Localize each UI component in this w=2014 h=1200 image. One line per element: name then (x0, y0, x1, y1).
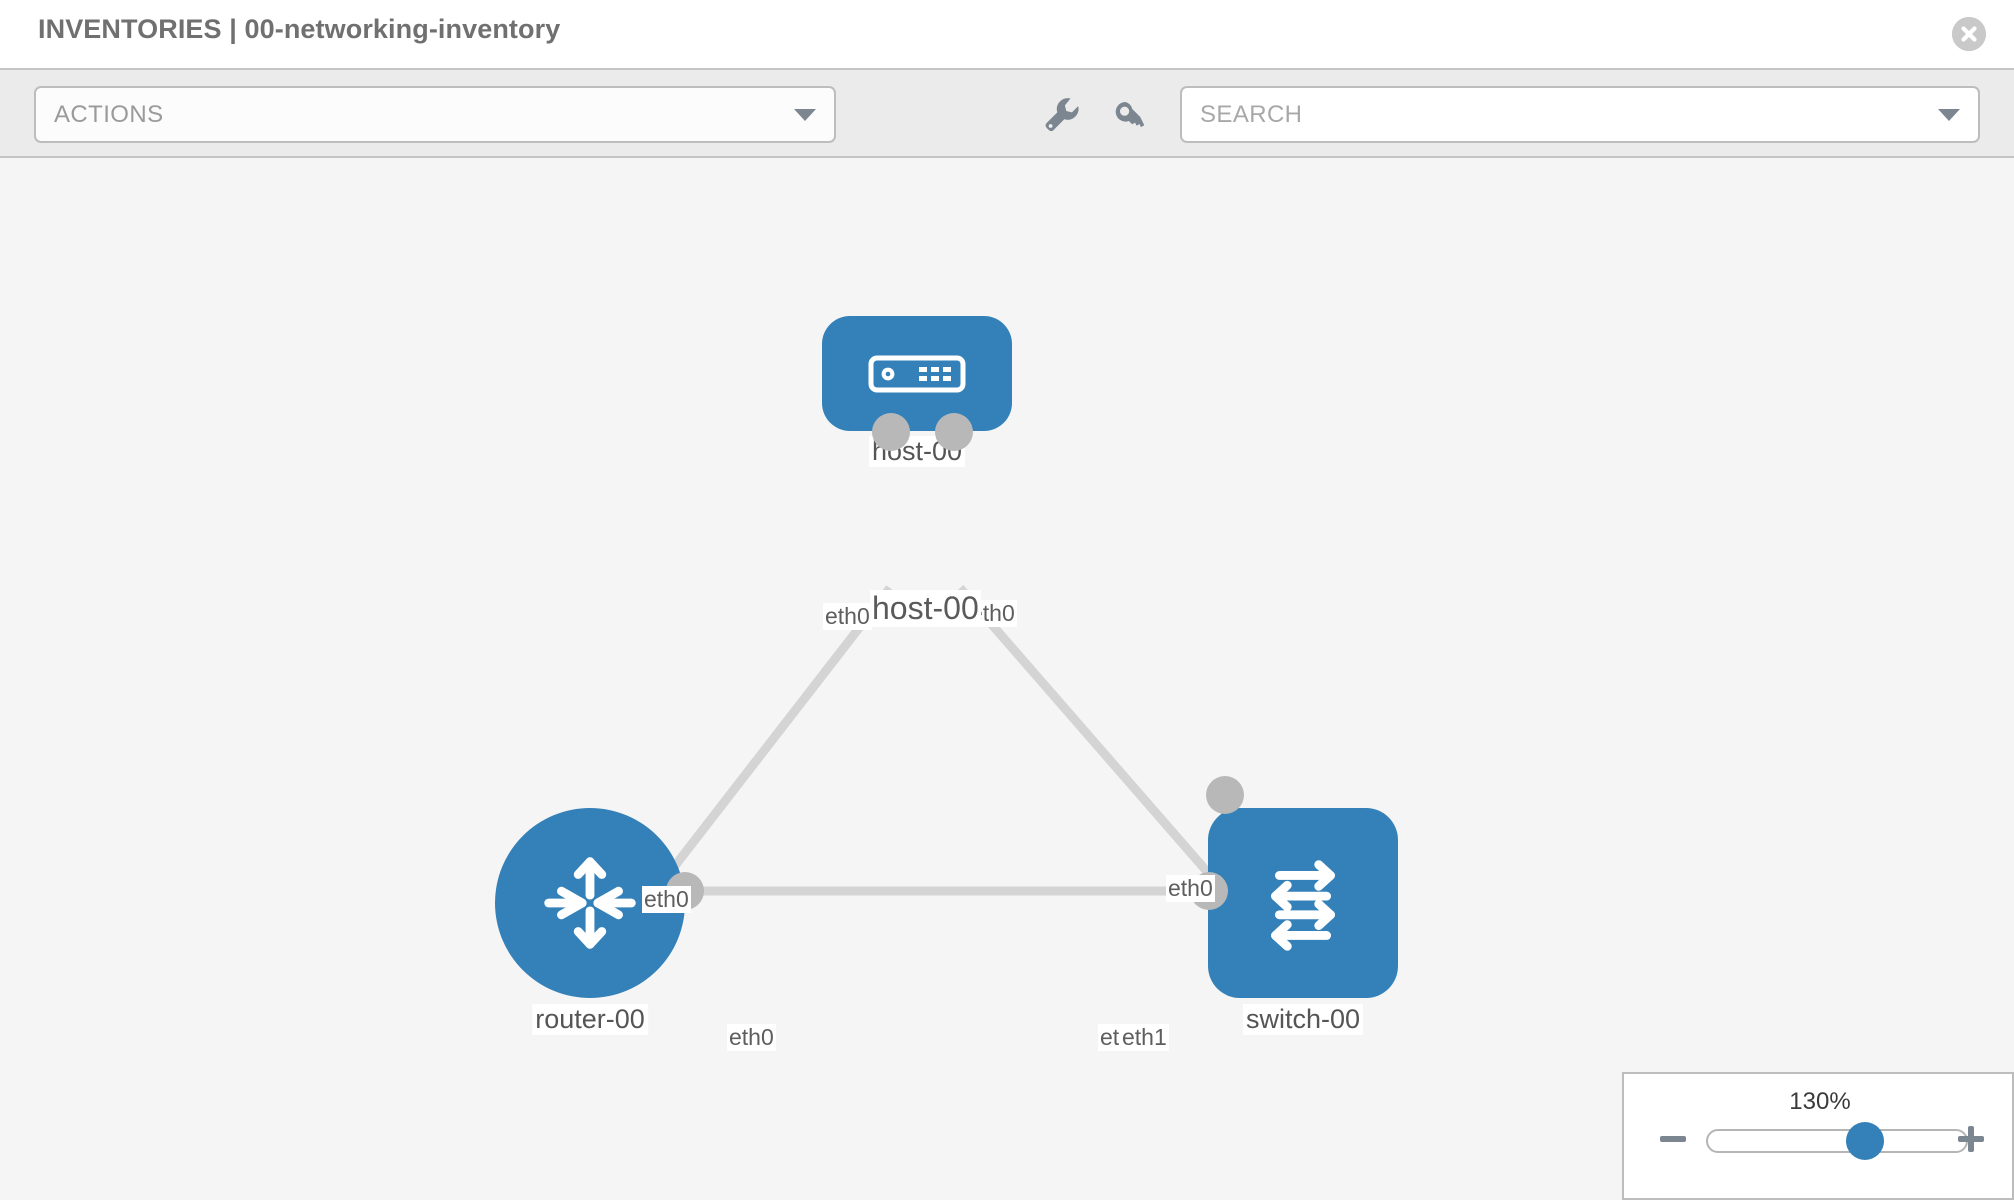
zoom-out-button[interactable] (1658, 1124, 1688, 1154)
node-host-00[interactable]: host-00 (822, 316, 1012, 467)
router-node-shape[interactable] (495, 808, 685, 998)
link-host-switch (956, 585, 1234, 901)
node-label-router-00: router-00 (532, 1004, 648, 1035)
endpoint-switch-eth0-top[interactable] (1206, 776, 1244, 814)
node-router-00[interactable]: router-00 (495, 808, 685, 1035)
node-label-switch-00: switch-00 (1242, 1004, 1364, 1035)
iface-label-switch-left-b: eth1 (1120, 1024, 1169, 1051)
iface-label-host-left: eth0 (823, 603, 872, 630)
chevron-down-icon (1938, 108, 1960, 121)
node-switch-00[interactable]: switch-00 (1208, 808, 1398, 1035)
zoom-slider-thumb[interactable] (1846, 1122, 1884, 1160)
zoom-in-button[interactable] (1956, 1124, 1986, 1154)
endpoint-host-eth0-right[interactable] (935, 413, 973, 451)
server-icon (868, 355, 966, 392)
search-input[interactable]: SEARCH (1180, 86, 1980, 143)
iface-label-router-up: eth0 (642, 886, 691, 913)
endpoint-host-eth0-left[interactable] (872, 413, 910, 451)
chevron-down-icon (794, 108, 816, 121)
host-node-shape[interactable] (822, 316, 1012, 431)
zoom-level-value: 130% (1789, 1088, 1851, 1115)
router-arrows-icon (544, 857, 636, 949)
zoom-control-panel[interactable]: 130% (1622, 1072, 2014, 1200)
iface-label-router-right: eth0 (727, 1024, 776, 1051)
key-icon[interactable] (1108, 92, 1154, 138)
toolbar: ACTIONS SEARCH (0, 68, 2014, 158)
topology-links (646, 585, 1234, 901)
page-header: INVENTORIES | 00-networking-inventory (0, 0, 2014, 68)
link-host-router (646, 585, 894, 901)
actions-dropdown-label: ACTIONS (54, 100, 164, 128)
actions-dropdown[interactable]: ACTIONS (34, 86, 836, 143)
close-icon[interactable] (1952, 17, 1986, 51)
topology-canvas[interactable]: host-00 (0, 158, 2014, 1200)
search-placeholder: SEARCH (1200, 100, 1303, 128)
wrench-icon[interactable] (1038, 92, 1084, 138)
iface-label-switch-up: eth0 (1166, 875, 1215, 902)
zoom-slider-track[interactable] (1706, 1129, 1968, 1153)
switch-node-shape[interactable] (1208, 808, 1398, 998)
page-title: INVENTORIES | 00-networking-inventory (38, 14, 561, 44)
node-label-host-00-overlay: host-00 (870, 590, 981, 627)
switch-arrows-icon (1271, 860, 1335, 951)
